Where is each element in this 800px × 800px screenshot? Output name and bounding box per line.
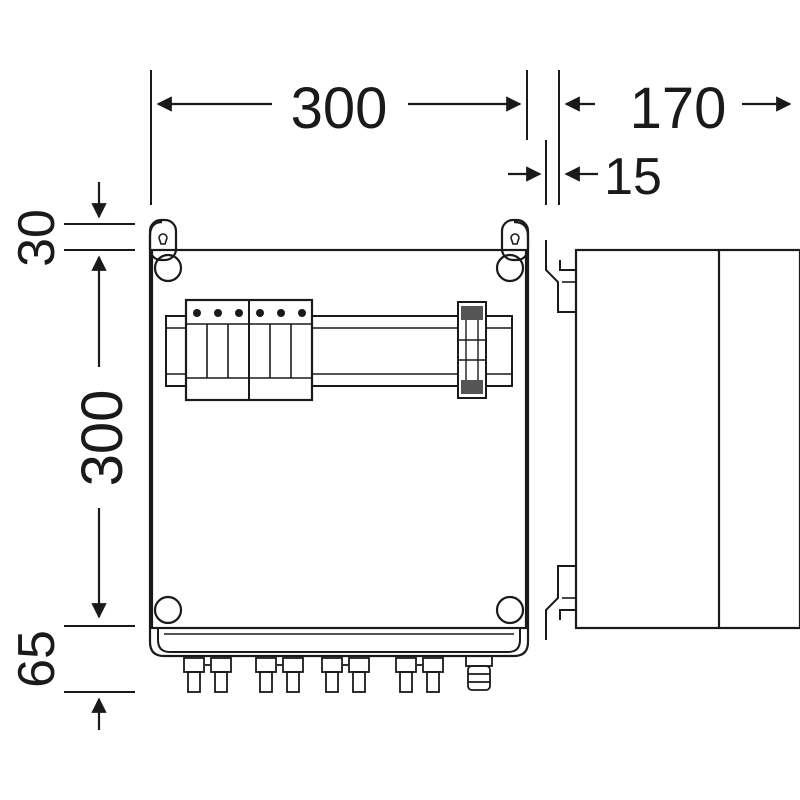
enclosure-front <box>148 218 530 658</box>
gland-pair-1 <box>183 657 232 693</box>
gland-pair-3 <box>321 657 370 693</box>
dimension-top-width <box>150 70 528 205</box>
dimension-box-height <box>64 255 135 627</box>
dimension-side-gap <box>508 140 598 205</box>
label-side-depth: 170 <box>630 76 727 141</box>
gland-pair-4 <box>395 657 444 693</box>
cable-glands <box>183 655 493 693</box>
dimension-side-depth <box>558 70 792 205</box>
label-side-gap: 15 <box>604 148 662 206</box>
gland-pair-2 <box>255 657 304 693</box>
dimension-bottom-margin <box>64 691 135 730</box>
label-top-width: 300 <box>291 76 388 141</box>
dimension-top-margin <box>64 182 135 251</box>
label-box-height: 300 <box>70 390 135 487</box>
label-top-margin: 30 <box>8 209 66 267</box>
surge-arrester <box>184 298 314 402</box>
cable-gland-large <box>465 655 493 691</box>
mounting-screws <box>153 253 525 625</box>
label-bottom-margin: 65 <box>8 630 66 688</box>
terminal-block <box>457 301 487 399</box>
enclosure-side-view <box>545 240 800 640</box>
